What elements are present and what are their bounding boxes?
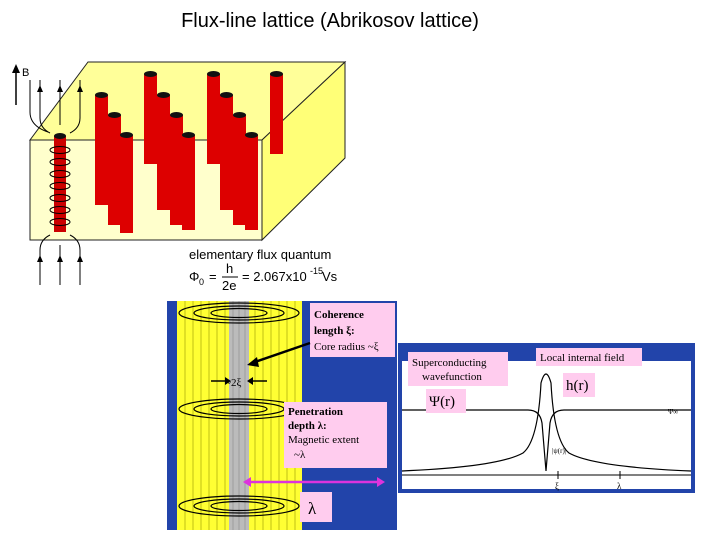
formula-denominator: 2e bbox=[222, 278, 236, 293]
formula-unit: Vs bbox=[322, 269, 338, 284]
slab-right-face bbox=[261, 60, 346, 242]
xi-tick-label: ξ bbox=[555, 481, 559, 491]
flux-rod bbox=[144, 71, 157, 164]
h-label: h(r) bbox=[566, 378, 589, 394]
flux-rod bbox=[245, 132, 258, 230]
lambda-tick-label: λ bbox=[617, 481, 622, 491]
flux-rod bbox=[157, 92, 170, 210]
coherence-label-line3: Core radius ~ξ bbox=[314, 341, 379, 353]
formula-numerator: h bbox=[226, 261, 233, 276]
psi-label: Ψ(r) bbox=[429, 394, 455, 410]
flux-rod bbox=[182, 132, 195, 230]
psi-label-box bbox=[426, 389, 466, 413]
b-field-arrow bbox=[12, 64, 20, 105]
lambda-label-box bbox=[300, 492, 332, 522]
coherence-label-box bbox=[310, 303, 395, 357]
vortex-panel: ~2ξ Coherence length ξ: Core radius ~ξ P… bbox=[167, 301, 397, 530]
phi-subscript: 0 bbox=[199, 277, 204, 287]
coherence-label-line2: length ξ: bbox=[314, 325, 355, 337]
psi-abs-label: |ψ(r)| bbox=[552, 447, 566, 455]
flux-rod bbox=[170, 112, 183, 225]
b-field-label: B bbox=[22, 67, 29, 79]
h-curve bbox=[401, 373, 692, 472]
two-xi-arrows bbox=[211, 377, 267, 385]
two-xi-label: ~2ξ bbox=[225, 377, 241, 389]
coherence-label-line1: Coherence bbox=[314, 309, 364, 321]
penetration-label-line3: Magnetic extent bbox=[288, 434, 359, 446]
flux-rod bbox=[270, 71, 283, 154]
flux-quantum-formula: Φ 0 = h 2e = 2.067x10 -15 Vs bbox=[189, 261, 338, 293]
coherence-pointer bbox=[251, 341, 311, 365]
penetration-label-box bbox=[284, 402, 387, 468]
penetration-label-line1: Penetration bbox=[288, 406, 343, 418]
page-title: Flux-line lattice (Abrikosov lattice) bbox=[181, 10, 479, 32]
formula-value: = 2.067x10 bbox=[242, 269, 307, 284]
field-arrowheads bbox=[37, 85, 83, 262]
local-field-label-box bbox=[536, 348, 642, 366]
local-field-label: Local internal field bbox=[540, 352, 625, 364]
lambda-arrow bbox=[243, 477, 385, 487]
flux-rod bbox=[233, 112, 246, 225]
flux-rod bbox=[120, 132, 133, 233]
formula-exponent: -15 bbox=[310, 266, 323, 276]
flux-rod bbox=[108, 112, 121, 225]
penetration-label-line4: ~λ bbox=[294, 449, 306, 461]
flux-rod bbox=[220, 92, 233, 210]
flux-line-coil bbox=[49, 133, 71, 232]
penetration-label-line2: depth λ: bbox=[288, 420, 327, 432]
phi-symbol: Φ bbox=[189, 269, 199, 284]
superconducting-label: Superconducting wavefunction bbox=[408, 352, 508, 386]
psi-inf-label: Ψ∞ bbox=[668, 408, 678, 416]
psi-curve bbox=[402, 409, 691, 472]
flux-quantum-label: elementary flux quantum bbox=[189, 247, 331, 262]
h-label-box bbox=[563, 373, 595, 397]
superconducting-label-line2: wavefunction bbox=[422, 371, 482, 383]
flux-rod bbox=[95, 92, 108, 205]
flux-rods bbox=[95, 71, 283, 233]
superconducting-label-line1: Superconducting bbox=[412, 357, 487, 369]
formula-equals: = bbox=[209, 269, 217, 284]
lambda-label: λ bbox=[308, 499, 317, 518]
flux-rod bbox=[207, 71, 220, 164]
